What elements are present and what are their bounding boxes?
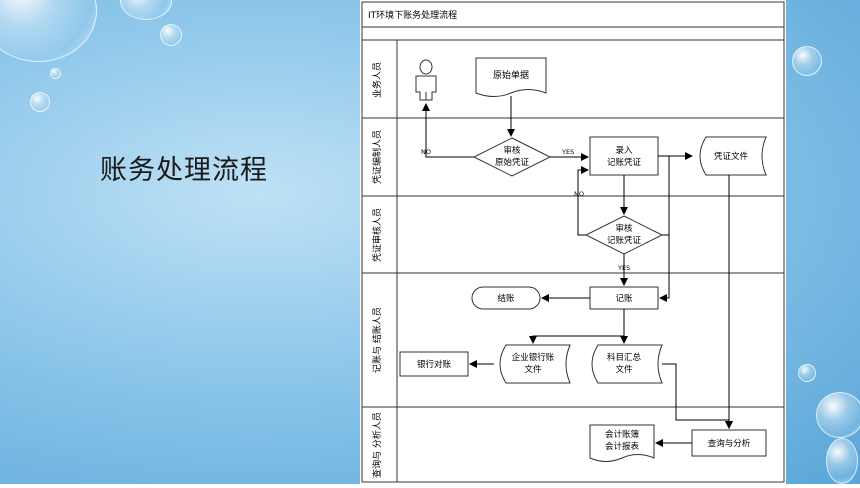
diagram-frame bbox=[361, 1, 785, 483]
voucher-file-label: 凭证文件 bbox=[714, 151, 749, 162]
bank-file-label-2: 文件 bbox=[524, 364, 542, 375]
water-drop-decoration bbox=[50, 68, 61, 79]
review-voucher-label-2: 记账凭证 bbox=[607, 235, 642, 246]
reports-label-2: 会计报表 bbox=[605, 441, 640, 452]
closing-label: 结账 bbox=[497, 293, 515, 304]
summary-file-node bbox=[591, 344, 663, 384]
lane-label-voucher-review: 凭证审核人员 bbox=[371, 208, 383, 262]
bank-file-label-1: 企业银行账 bbox=[512, 352, 555, 363]
flow-connectors bbox=[422, 96, 733, 447]
bank-reconcile-node bbox=[399, 351, 469, 377]
posting-label: 记账 bbox=[615, 294, 633, 304]
water-drop-decoration bbox=[160, 24, 182, 46]
water-drop-decoration bbox=[798, 364, 816, 382]
edge-label-yes-2: YES bbox=[617, 264, 630, 272]
person-icon bbox=[415, 59, 437, 101]
summary-file-label-1: 科目汇总 bbox=[607, 352, 642, 363]
review-source-decision bbox=[472, 137, 552, 177]
source-document-label: 原始单据 bbox=[493, 69, 529, 81]
water-drop-decoration bbox=[816, 392, 860, 438]
lane-label-posting-closing: 记账与 结账人员 bbox=[371, 307, 383, 373]
diagram-title: IT环境下账务处理流程 bbox=[368, 9, 457, 21]
entry-voucher-label-1: 录入 bbox=[615, 146, 633, 156]
flowchart-panel: IT环境下账务处理流程 业务人员 凭证编制人员 凭证审核人员 记账与 结账人员 … bbox=[360, 0, 786, 484]
reports-document-node bbox=[589, 424, 655, 462]
lane-label-voucher-prep: 凭证编制人员 bbox=[371, 130, 383, 184]
review-source-label-2: 原始凭证 bbox=[495, 157, 530, 168]
entry-voucher-label-2: 记账凭证 bbox=[607, 157, 642, 168]
review-source-label-1: 审核 bbox=[503, 145, 521, 156]
lane-label-query-analysis: 查询与 分析人员 bbox=[371, 412, 383, 478]
edge-label-yes-1: YES bbox=[561, 148, 574, 156]
flowchart-svg: IT环境下账务处理流程 业务人员 凭证编制人员 凭证审核人员 记账与 结账人员 … bbox=[361, 1, 785, 483]
reports-label-1: 会计账簿 bbox=[605, 429, 640, 440]
voucher-file-node bbox=[699, 136, 767, 176]
bank-file-node bbox=[499, 344, 571, 384]
bank-reconcile-label: 银行对账 bbox=[417, 359, 452, 370]
edge-label-no-2: NO bbox=[574, 190, 584, 198]
edge-label-no-1: NO bbox=[421, 148, 431, 156]
closing-node bbox=[471, 286, 541, 310]
source-document-node bbox=[475, 57, 547, 97]
water-drop-decoration bbox=[792, 46, 822, 76]
review-voucher-decision bbox=[584, 215, 664, 255]
entry-voucher-node bbox=[589, 136, 659, 176]
query-analysis-label: 查询与分析 bbox=[708, 438, 751, 449]
lane-label-business: 业务人员 bbox=[371, 62, 383, 98]
query-analysis-node bbox=[691, 429, 767, 457]
water-drop-decoration bbox=[826, 438, 858, 484]
review-voucher-label-1: 审核 bbox=[615, 223, 633, 234]
water-drop-decoration bbox=[30, 92, 50, 112]
slide-title: 账务处理流程 bbox=[100, 155, 268, 186]
summary-file-label-2: 文件 bbox=[615, 364, 633, 375]
